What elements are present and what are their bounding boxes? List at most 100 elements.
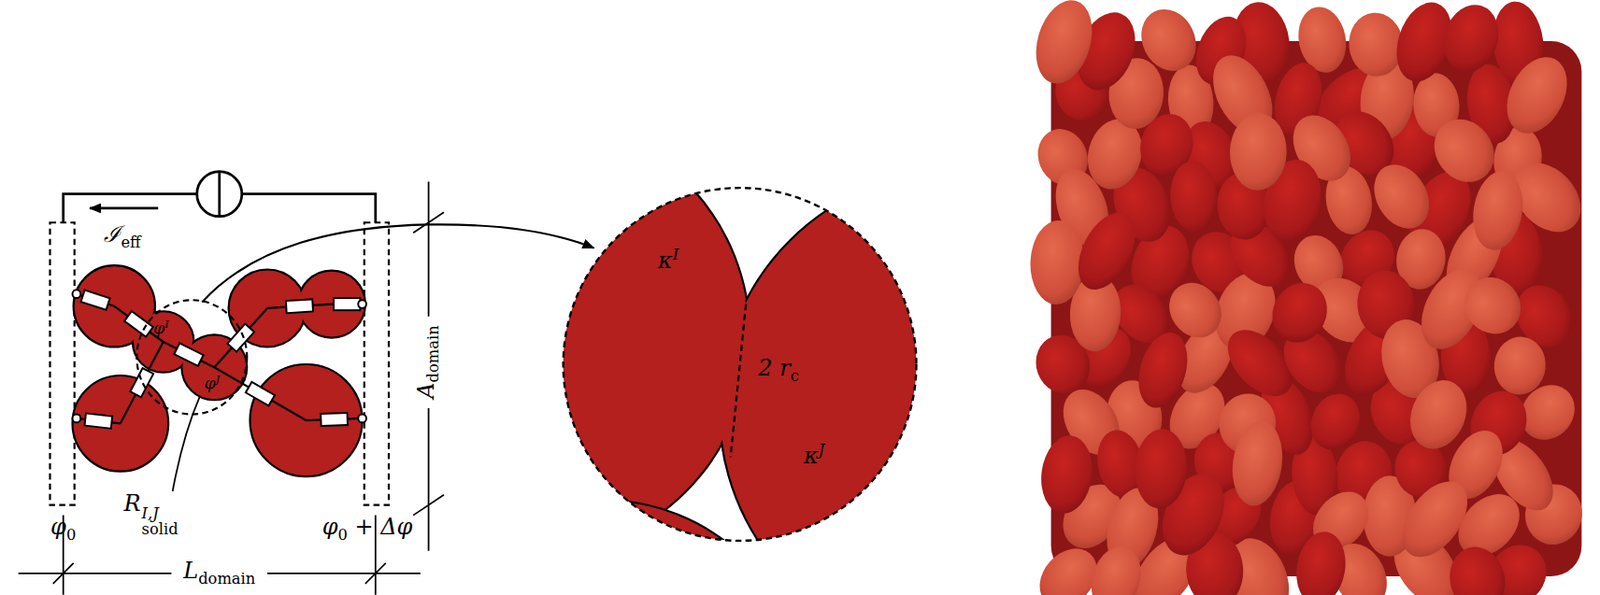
label-part: φ — [50, 514, 67, 541]
ellipsoid — [1400, 371, 1476, 458]
label-part: φ — [153, 319, 165, 339]
ellipsoid — [1028, 219, 1086, 306]
ellipsoid — [1083, 540, 1149, 595]
packing-ground — [1051, 41, 1583, 577]
ellipsoid — [1262, 273, 1338, 353]
terminal-dot — [357, 414, 367, 424]
ellipsoid — [1027, 0, 1102, 91]
resistor-symbol — [173, 342, 203, 366]
label-part: eff — [120, 233, 141, 252]
math-label: Adomain — [414, 325, 443, 400]
math-label: φJ — [204, 374, 221, 392]
math-label: κJ — [803, 442, 825, 468]
label-part: I,Jsolid — [142, 505, 179, 538]
ellipsoid-packing — [1027, 0, 1595, 595]
label-part: φ — [204, 374, 216, 394]
label-part: c — [790, 367, 800, 386]
network-link — [163, 342, 215, 368]
resistor-symbol — [124, 311, 154, 337]
ellipsoid — [1129, 327, 1196, 415]
resistor-symbol — [320, 413, 348, 427]
particle-outline — [250, 364, 363, 477]
ellipsoid — [1130, 0, 1206, 81]
terminal-dot — [72, 414, 82, 424]
leader-line — [171, 396, 200, 499]
superscript: I,J — [142, 505, 179, 522]
resistor-symbol — [333, 298, 360, 311]
label-part: A — [413, 383, 440, 400]
ellipsoid — [1491, 334, 1549, 398]
electrode — [364, 222, 389, 505]
math-label: RI,Jsolid — [121, 491, 182, 539]
network-link — [120, 342, 164, 424]
label-part: φ — [322, 514, 339, 541]
terminal-dot — [357, 300, 367, 309]
particle-I-fill — [313, 118, 749, 555]
terminal-dot — [72, 289, 82, 299]
math-label: φ0 + Δφ — [322, 515, 414, 543]
ellipsoid — [1363, 155, 1441, 240]
contact-zoom — [311, 0, 1200, 595]
ellipsoid — [1168, 159, 1219, 234]
current-source — [197, 171, 243, 217]
particle-neighbour — [398, 500, 807, 595]
label-part: κ — [657, 247, 673, 274]
label-part: κ — [803, 442, 819, 470]
label-part: J — [818, 441, 826, 459]
ellipsoid — [1132, 428, 1189, 511]
label-part: J — [215, 372, 221, 386]
network-link — [214, 367, 306, 421]
resistor-symbol — [285, 299, 314, 314]
ellipsoid — [1036, 432, 1097, 517]
circuit-schematic — [18, 171, 595, 595]
particle-J — [719, 171, 1200, 595]
zoom-circle — [563, 187, 917, 542]
ellipsoid — [1389, 470, 1482, 570]
ellipsoid — [1291, 528, 1352, 595]
label-part: L — [183, 557, 199, 585]
label-part: 0 — [66, 526, 76, 544]
label-part: domain — [198, 570, 256, 588]
particle-outline — [72, 375, 170, 472]
dimension-line — [413, 182, 444, 552]
math-label: 2 rc — [757, 357, 800, 385]
label-part: ℐ — [103, 221, 121, 248]
math-label: Ldomain — [180, 558, 258, 588]
particle — [73, 377, 167, 471]
ellipsoid — [1227, 418, 1287, 510]
math-label: κI — [657, 247, 679, 272]
resistor-symbol — [245, 382, 275, 407]
label-part: I — [164, 317, 170, 331]
label-part: 0 — [338, 526, 348, 544]
ellipsoid — [1435, 0, 1508, 80]
ellipsoid — [1468, 167, 1529, 254]
particle-I — [311, 117, 750, 557]
zoom-arrow — [201, 224, 594, 302]
resistor-symbol — [85, 413, 114, 429]
ellipsoid — [1066, 203, 1147, 300]
current-arrow — [89, 207, 158, 211]
ellipsoid — [1495, 46, 1580, 143]
math-label: φI — [153, 319, 169, 337]
ellipsoid — [1453, 266, 1533, 346]
contact-line — [730, 304, 746, 458]
label-part: R — [124, 490, 142, 517]
ellipsoid — [1302, 385, 1369, 458]
network-link — [214, 308, 268, 368]
label-part: + Δφ — [347, 514, 414, 541]
math-label: φ0 — [50, 515, 76, 543]
zoom-region — [136, 300, 247, 415]
label-part: domain — [425, 325, 443, 383]
ellipsoid — [1228, 112, 1288, 191]
resistor-symbol — [81, 290, 111, 311]
label-part: 2 r — [757, 355, 790, 382]
electrode — [50, 222, 75, 505]
label-part: I — [672, 245, 679, 264]
math-label: ℐeff — [103, 223, 141, 251]
current-source-bar — [217, 171, 221, 217]
subscript: solid — [142, 521, 179, 538]
resistor-symbol — [227, 324, 255, 353]
ellipsoid — [1442, 541, 1513, 595]
